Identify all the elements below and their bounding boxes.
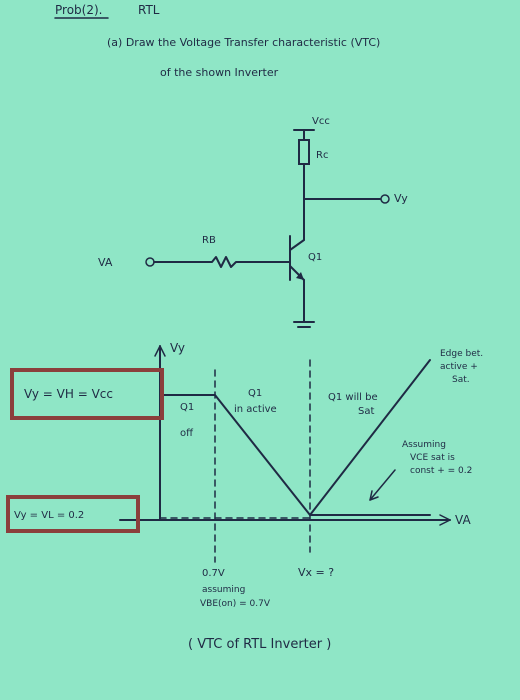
problem-number: Prob(2). xyxy=(55,3,102,17)
input-terminal xyxy=(145,257,155,267)
assume-arrowhead xyxy=(369,490,379,501)
rb-resistor xyxy=(153,256,291,268)
active-region-1: Q1 xyxy=(248,388,262,399)
output-terminal xyxy=(380,194,390,204)
vbe-assume-2: VBE(on) = 0.7V xyxy=(200,599,271,609)
input-label: VA xyxy=(98,256,113,269)
question-line-2: of the shown Inverter xyxy=(160,66,279,79)
edge-note-1: Edge bet. xyxy=(440,349,483,359)
output-label: Vy xyxy=(394,192,408,205)
question-line-1: (a) Draw the Voltage Transfer characteri… xyxy=(107,36,380,49)
x-axis-arrow xyxy=(439,514,451,526)
edge-note-2: active + xyxy=(440,362,478,372)
vh-box xyxy=(10,368,164,420)
assume-note-2: VCE sat is xyxy=(410,453,455,463)
y-axis-label: Vy xyxy=(170,341,185,355)
edge-note-3: Sat. xyxy=(452,375,470,385)
x-axis-label: VA xyxy=(455,513,471,527)
off-region-2: off xyxy=(180,428,194,439)
off-region-1: Q1 xyxy=(180,402,194,413)
vtc-graph: Vy VA Vy = VH = Vcc Vy = VL = 0.2 Q1 off… xyxy=(6,341,483,652)
assume-note-1: Assuming xyxy=(402,440,446,450)
collector-lead xyxy=(289,239,305,251)
rc-resistor xyxy=(298,139,310,165)
vh-label: Vy = VH = Vcc xyxy=(24,387,113,401)
rtl-inverter-circuit: Vcc Rc Vy Q1 VA RB xyxy=(98,116,408,328)
transistor-label: Q1 xyxy=(308,252,322,263)
sat-region-1: Q1 will be xyxy=(328,392,378,403)
vl-label: Vy = VL = 0.2 xyxy=(14,510,84,521)
emitter-arrow xyxy=(296,272,304,280)
sat-region-2: Sat xyxy=(358,406,374,417)
vl-box xyxy=(6,495,140,533)
rb-label: RB xyxy=(202,235,216,246)
vtc-curve xyxy=(159,394,431,516)
rc-label: Rc xyxy=(316,150,328,161)
y-axis-arrow xyxy=(154,345,166,357)
active-region-2: in active xyxy=(234,404,277,415)
vbe-assume-1: assuming xyxy=(202,585,245,595)
vbe-value: 0.7V xyxy=(202,568,225,579)
vtc-caption: ( VTC of RTL Inverter ) xyxy=(188,637,331,652)
sat-edge-line xyxy=(309,359,431,516)
vx-label: Vx = ? xyxy=(298,566,334,579)
topic-label: RTL xyxy=(138,3,160,17)
vcc-label: Vcc xyxy=(312,116,330,127)
assume-note-3: const + = 0.2 xyxy=(410,466,472,476)
assume-arrow xyxy=(369,469,396,501)
